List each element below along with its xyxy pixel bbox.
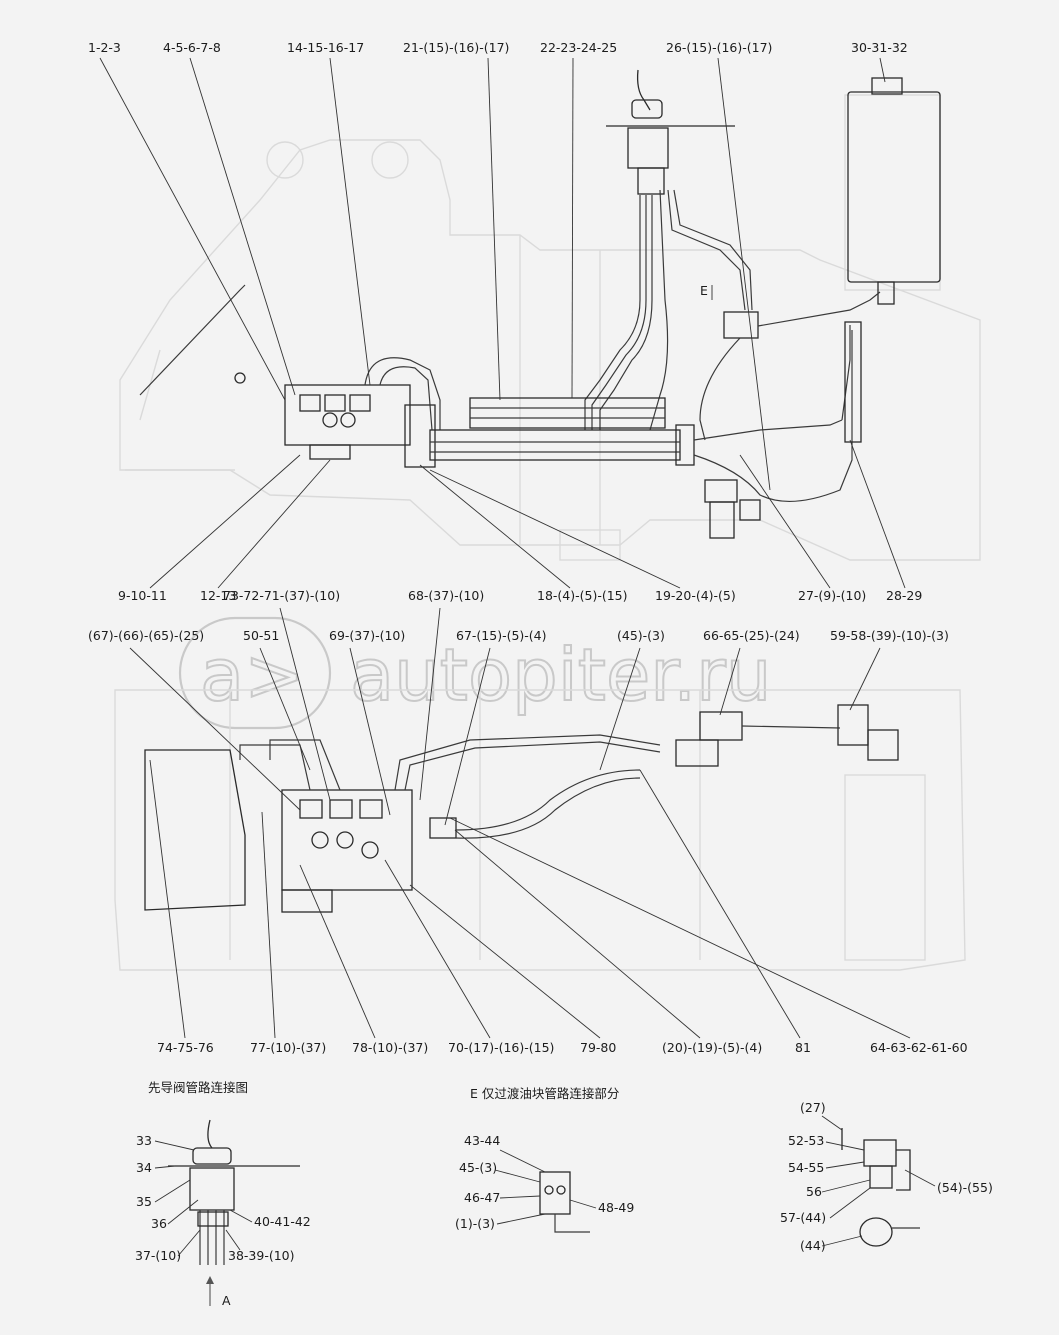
section2-frame-outline <box>114 689 966 971</box>
label-59-58: 59-58-(39)-(10)-(3) <box>830 628 949 643</box>
filter-label-54-55: 54-55 <box>788 1160 824 1175</box>
section2-top-callouts: 73-72-71-(37)-(10) 68-(37)-(10) (67)-(66… <box>88 588 949 826</box>
label-73-71: 73-72-71-(37)-(10) <box>223 588 340 603</box>
cover-panel <box>144 749 246 911</box>
e-label-46-47: 46-47 <box>464 1190 500 1205</box>
pilot-valve-top <box>606 69 735 195</box>
label-78: 78-(10)-(37) <box>352 1040 428 1055</box>
label-21: 21-(15)-(16)-(17) <box>403 40 509 55</box>
e-label-45: 45-(3) <box>459 1160 497 1175</box>
detail-filter: (27) 52-53 54-55 56 57-(44) (44) (54)-(5… <box>780 1100 993 1253</box>
filter-label-27: (27) <box>800 1100 826 1115</box>
label-66-65: 66-65-(25)-(24) <box>703 628 800 643</box>
label-69: 69-(37)-(10) <box>329 628 405 643</box>
filter-label-57-44: 57-(44) <box>780 1210 826 1225</box>
label-74-76: 74-75-76 <box>157 1040 214 1055</box>
watermark-text: autopiter.ru <box>350 633 771 717</box>
pipe-bundle <box>429 321 862 502</box>
detail-e-title: E 仅过渡油块管路连接部分 <box>470 1086 619 1101</box>
filter-top <box>704 479 761 539</box>
detail-pilot-title: 先导阀管路连接图 <box>148 1080 248 1095</box>
label-64-60: 64-63-62-61-60 <box>870 1040 968 1055</box>
section2-bottom-callouts: 74-75-76 77-(10)-(37) 78-(10)-(37) 70-(1… <box>149 759 968 1055</box>
label-28-29: 28-29 <box>886 588 922 603</box>
detail-e-block: E 仅过渡油块管路连接部分 43-44 45-(3) 46-47 (1)-(3)… <box>455 1086 634 1233</box>
label-79-80: 79-80 <box>580 1040 616 1055</box>
top-callouts: 1-2-3 4-5-6-7-8 14-15-16-17 21-(15)-(16)… <box>88 40 908 491</box>
svg-text:a>: a> <box>200 633 304 717</box>
label-77: 77-(10)-(37) <box>250 1040 326 1055</box>
label-30-32: 30-31-32 <box>851 40 908 55</box>
label-14-17: 14-15-16-17 <box>287 40 364 55</box>
junction-block-e <box>699 291 881 441</box>
label-67-66-65: (67)-(66)-(65)-(25) <box>88 628 204 643</box>
linkage-rod <box>139 284 246 396</box>
label-26: 26-(15)-(16)-(17) <box>666 40 772 55</box>
label-19-20: 19-20-(4)-(5) <box>655 588 736 603</box>
label-81: 81 <box>795 1040 811 1055</box>
e-label-43-44: 43-44 <box>464 1133 500 1148</box>
pilot-label-34: 34 <box>136 1160 152 1175</box>
label-45: (45)-(3) <box>617 628 665 643</box>
mid-callouts: 9-10-11 12-13 18-(4)-(5)-(15) 19-20-(4)-… <box>118 439 922 603</box>
label-18: 18-(4)-(5)-(15) <box>537 588 628 603</box>
label-20-19: (20)-(19)-(5)-(4) <box>662 1040 762 1055</box>
pilot-label-38: 38-39-(10) <box>228 1248 295 1263</box>
label-22-25: 22-23-24-25 <box>540 40 617 55</box>
e-marker: E <box>700 283 708 298</box>
label-50-51: 50-51 <box>243 628 279 643</box>
filter-label-54-55-b: (54)-(55) <box>937 1180 993 1195</box>
label-1-2-3: 1-2-3 <box>88 40 121 55</box>
detail-pilot-valve: 先导阀管路连接图 33 34 35 36 37-(10) 38-39-(10) … <box>135 1080 311 1308</box>
main-control-valve <box>284 357 441 468</box>
pilot-lines <box>584 189 753 431</box>
e-label-48-49: 48-49 <box>598 1200 634 1215</box>
label-27: 27-(9)-(10) <box>798 588 866 603</box>
filter-label-56: 56 <box>806 1184 822 1199</box>
e-label-1-3: (1)-(3) <box>455 1216 495 1231</box>
label-12-13: 12-13 <box>200 588 236 603</box>
pilot-label-35: 35 <box>136 1194 152 1209</box>
label-68: 68-(37)-(10) <box>408 588 484 603</box>
filter-label-44: (44) <box>800 1238 826 1253</box>
label-4-8: 4-5-6-7-8 <box>163 40 221 55</box>
label-67-15: 67-(15)-(5)-(4) <box>456 628 547 643</box>
top-frame-outline <box>119 94 981 561</box>
label-70: 70-(17)-(16)-(15) <box>448 1040 554 1055</box>
pilot-arrow-label: A <box>222 1293 231 1308</box>
pilot-label-36: 36 <box>151 1216 167 1231</box>
pilot-label-40: 40-41-42 <box>254 1214 311 1229</box>
pilot-label-33: 33 <box>136 1133 152 1148</box>
label-9-11: 9-10-11 <box>118 588 167 603</box>
watermark: a> autopiter.ru <box>178 616 772 730</box>
section2-control-valve <box>281 789 457 913</box>
hydraulic-tank <box>847 77 941 305</box>
pilot-label-37: 37-(10) <box>135 1248 181 1263</box>
filter-label-52-53: 52-53 <box>788 1133 824 1148</box>
